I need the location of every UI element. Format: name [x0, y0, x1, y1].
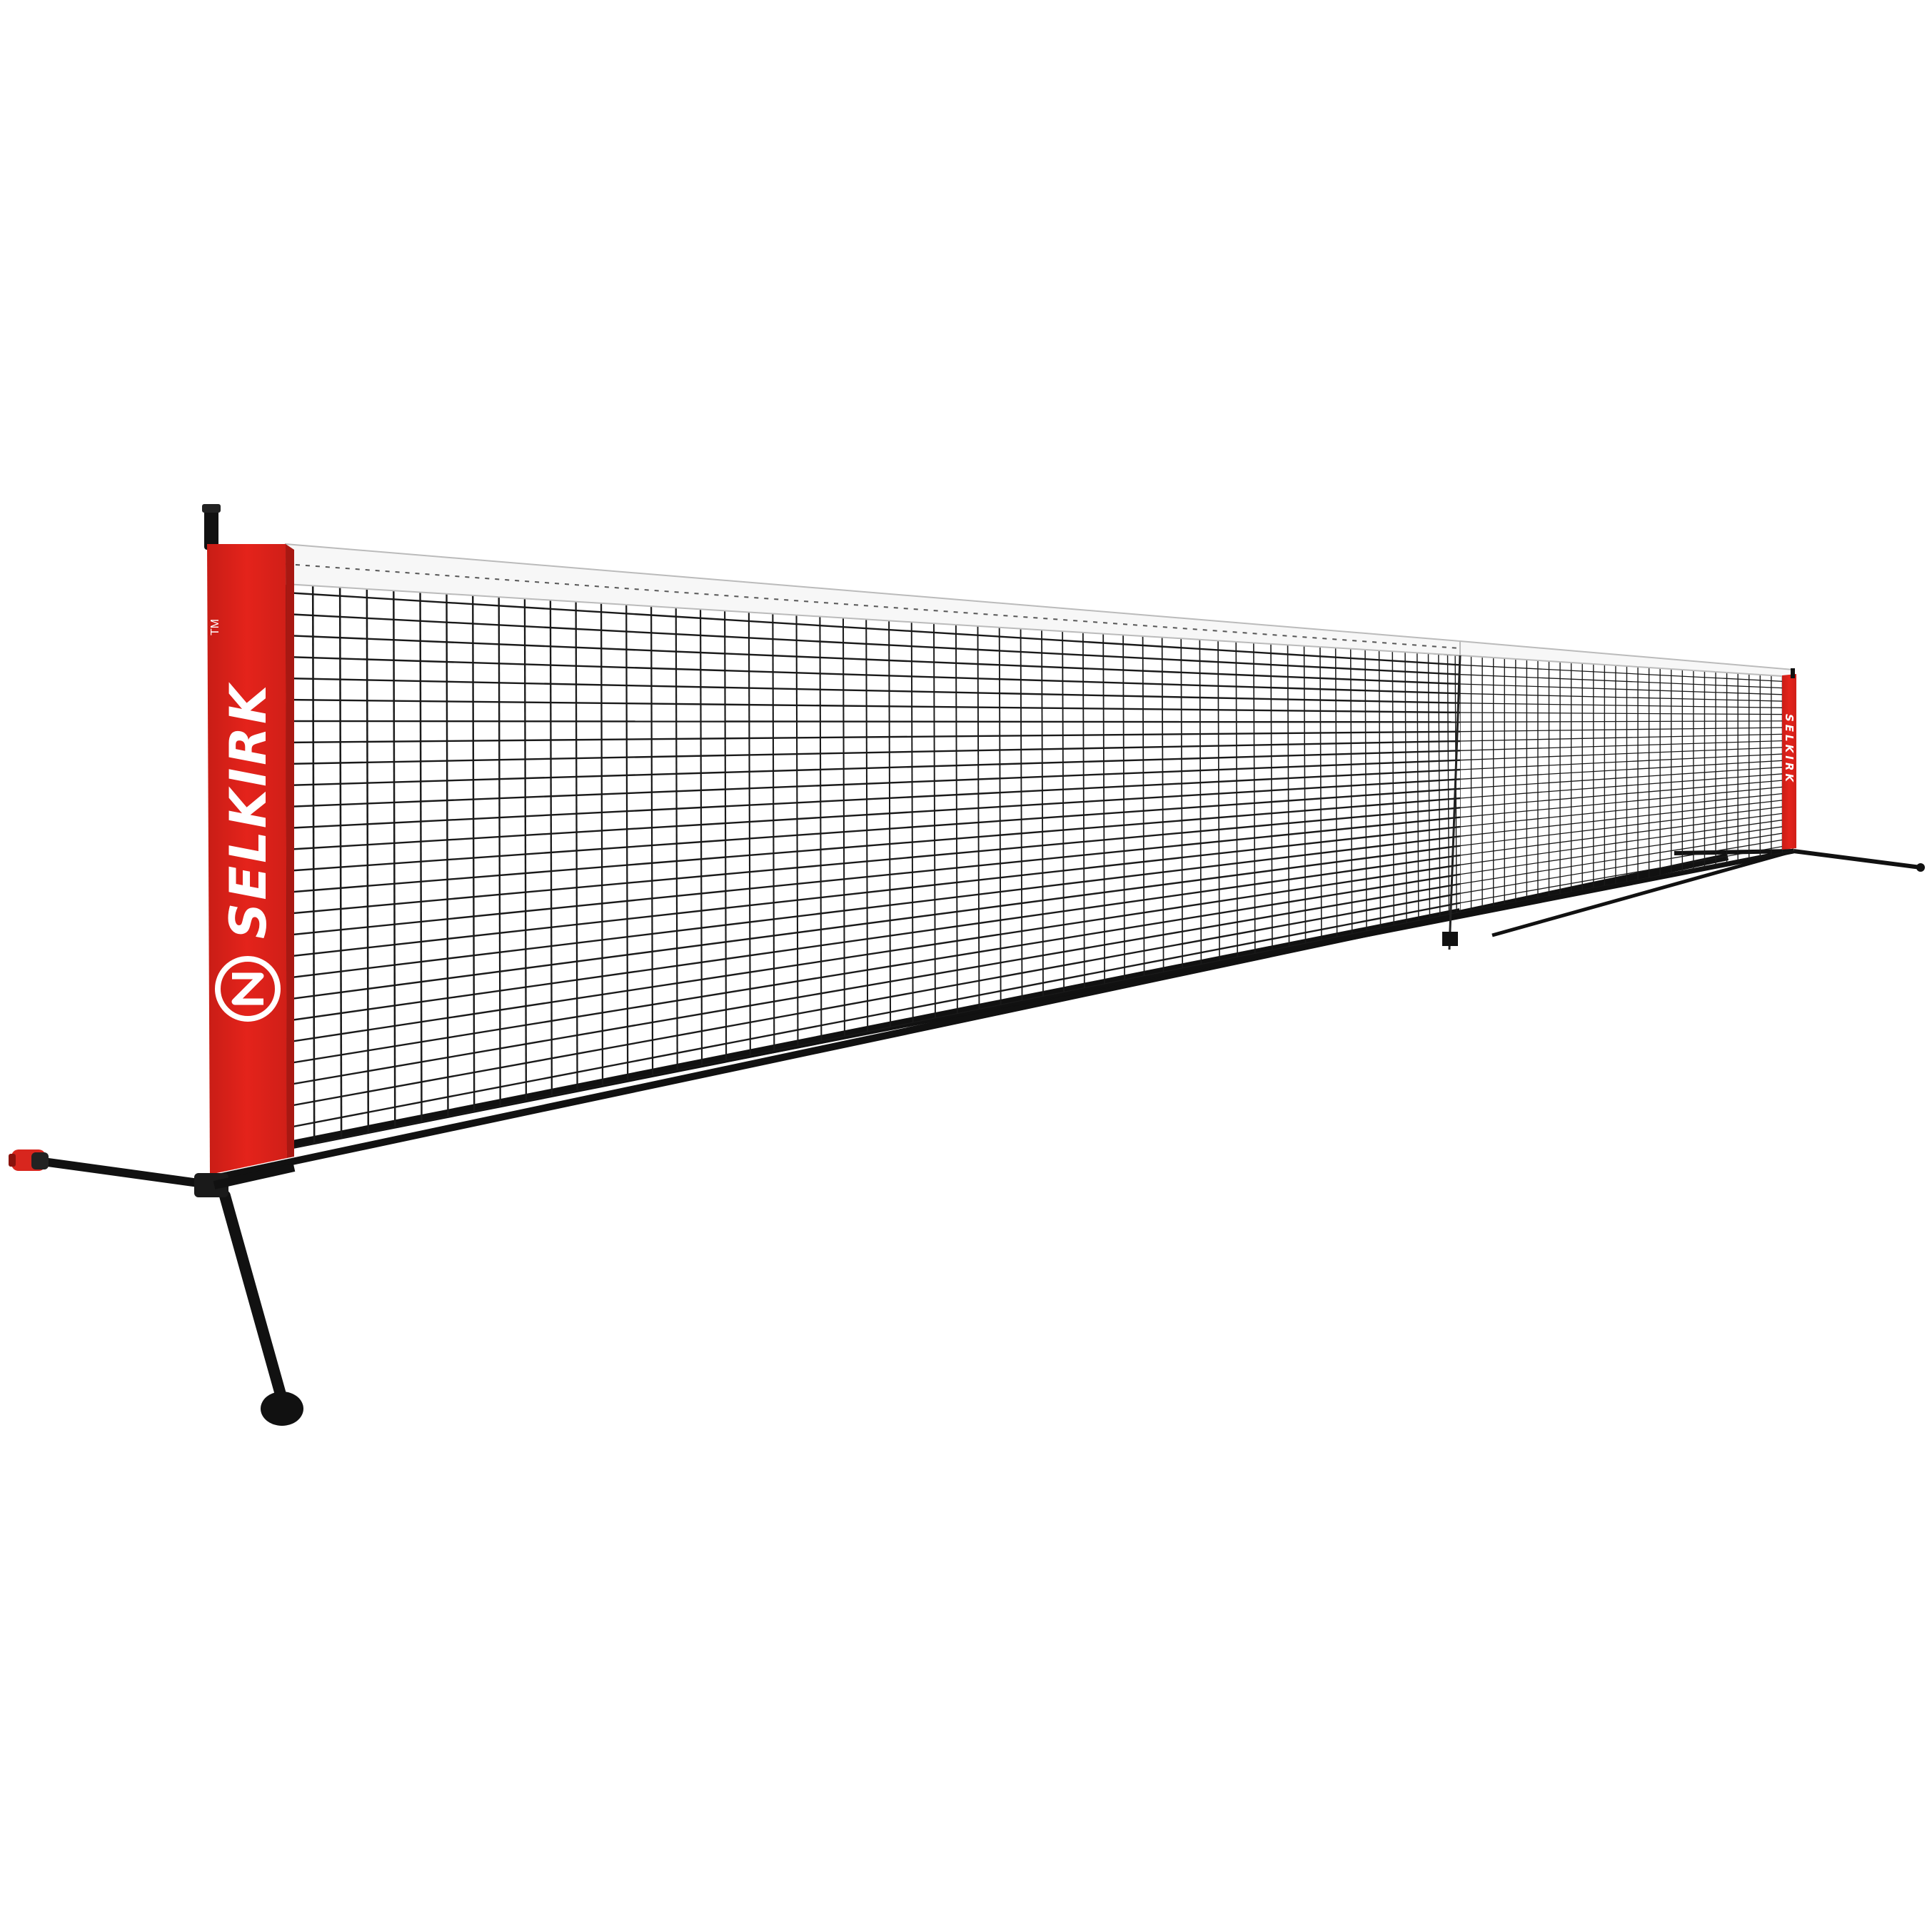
brand-label-left: SELKIRK	[219, 682, 278, 939]
left-base-frame	[9, 1149, 303, 1426]
brand-label-right: SELKIRK	[1783, 714, 1796, 785]
net-top-tape	[285, 543, 1794, 678]
left-post	[202, 504, 221, 550]
center-strap-clip	[1442, 932, 1458, 946]
rubber-foot-icon	[261, 1392, 303, 1426]
net-mesh-far	[1460, 655, 1793, 912]
red-end-cap-icon	[9, 1149, 49, 1171]
ground-frame	[213, 848, 1794, 1180]
trademark-mark: TM	[209, 619, 221, 635]
selkirk-s-logo-icon	[215, 956, 281, 1022]
right-base-frame	[1491, 849, 1925, 937]
left-banner: SELKIRK TM	[207, 544, 294, 1174]
right-banner: SELKIRK	[1782, 668, 1796, 850]
net-mesh	[286, 571, 1460, 1149]
center-strap	[1448, 655, 1461, 950]
